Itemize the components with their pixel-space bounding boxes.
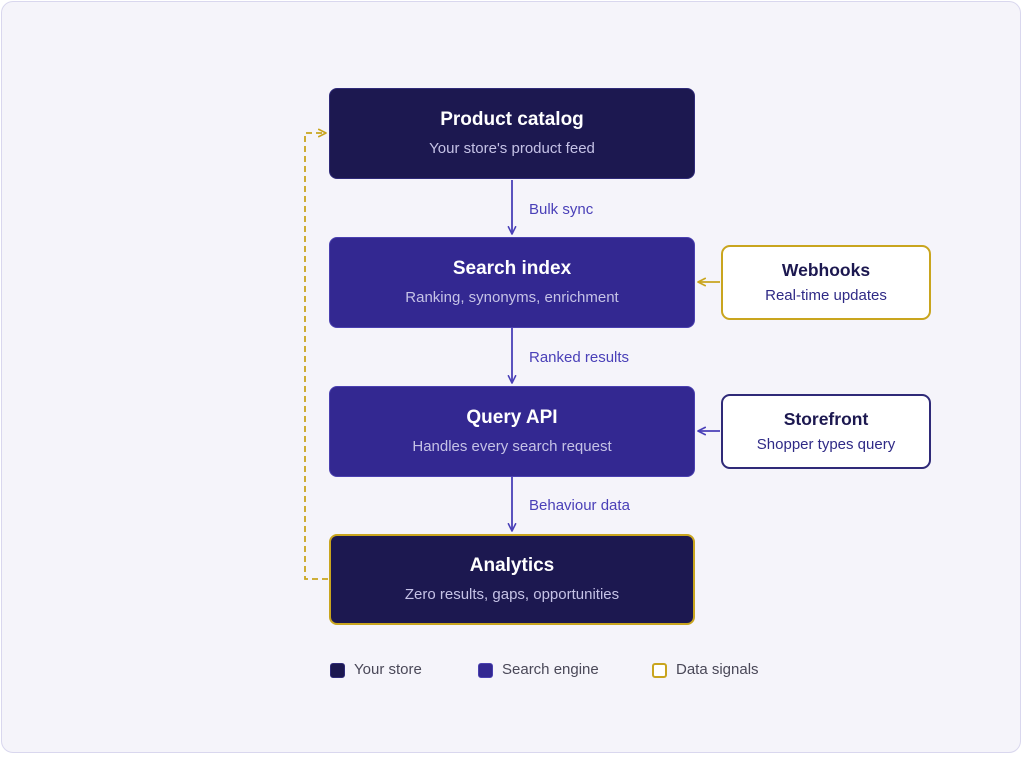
legend-label-data-signals: Data signals	[676, 661, 759, 678]
edge-label-ranked-results: Ranked results	[529, 349, 630, 366]
legend-item-data-signals: Data signals	[652, 659, 759, 681]
search-index-title: Search index	[452, 258, 572, 279]
search-index-node: Search index Ranking, synonyms, enrichme…	[329, 237, 695, 328]
search-index-subtitle: Ranking, synonyms, enrichment	[405, 289, 619, 306]
analytics-node: Analytics Zero results, gaps, opportunit…	[329, 534, 695, 625]
legend-item-search-engine: Search engine	[478, 659, 599, 681]
analytics-subtitle: Zero results, gaps, opportunities	[404, 586, 620, 603]
edge-label-behaviour-data: Behaviour data	[529, 497, 630, 514]
edge-analytics-feedback-to-catalog	[304, 128, 328, 580]
legend-swatch-data-signals	[652, 662, 667, 678]
product-catalog-subtitle: Your store's product feed	[429, 140, 595, 157]
legend-swatch-search-engine	[478, 662, 493, 678]
edge-label-bulk-sync: Bulk sync	[529, 201, 594, 218]
query-api-node: Query API Handles every search request	[329, 386, 695, 477]
legend-item-your-store: Your store	[330, 659, 422, 681]
storefront-node: Storefront Shopper types query	[721, 394, 931, 469]
storefront-title: Storefront	[783, 409, 869, 429]
analytics-title: Analytics	[469, 555, 555, 576]
query-api-subtitle: Handles every search request	[412, 438, 612, 455]
legend-swatch-your-store	[330, 662, 345, 678]
product-catalog-node: Product catalog Your store's product fee…	[329, 88, 695, 179]
storefront-subtitle: Shopper types query	[756, 436, 896, 453]
webhooks-node: Webhooks Real-time updates	[721, 245, 931, 320]
query-api-title: Query API	[466, 407, 558, 428]
product-catalog-title: Product catalog	[440, 109, 584, 130]
legend-label-search-engine: Search engine	[502, 661, 599, 678]
webhooks-subtitle: Real-time updates	[765, 287, 887, 304]
legend-label-your-store: Your store	[354, 661, 422, 678]
webhooks-title: Webhooks	[781, 260, 871, 280]
